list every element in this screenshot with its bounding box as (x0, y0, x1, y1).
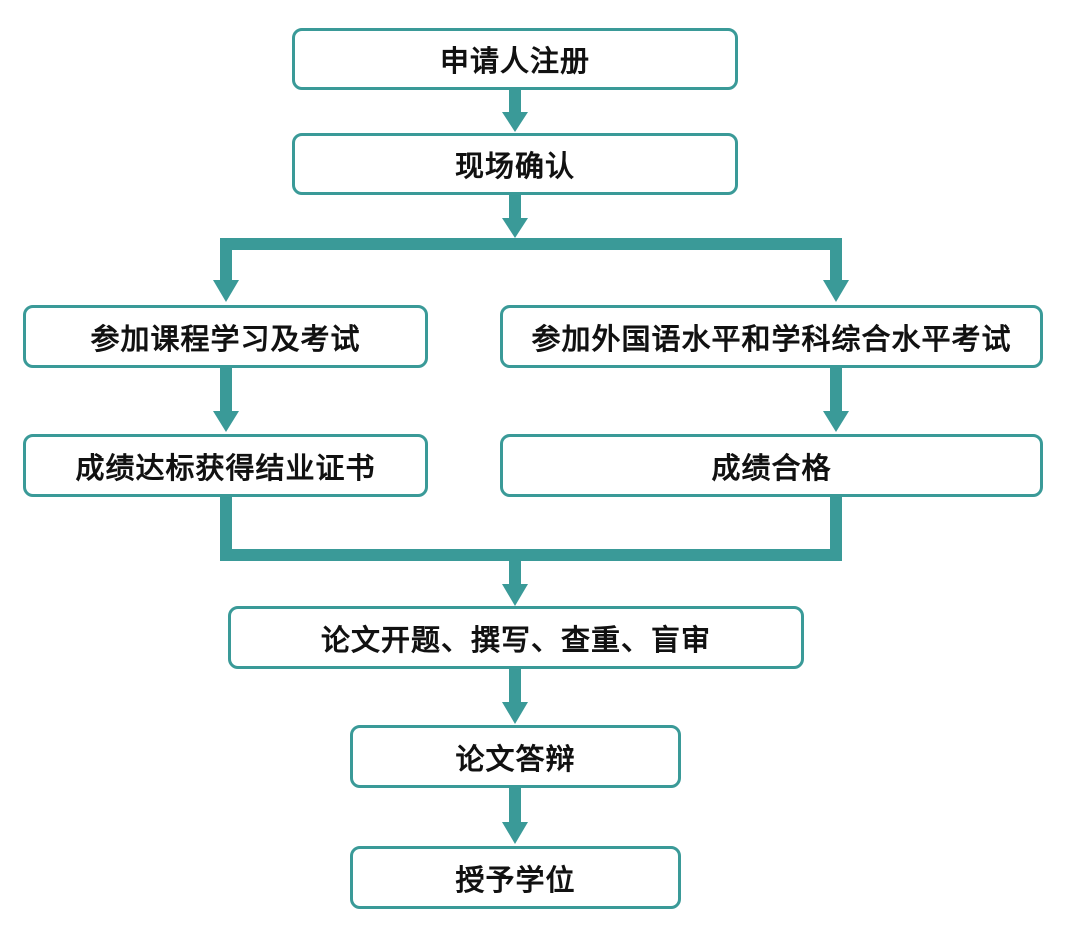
step-degree-box: 授予学位 (350, 846, 681, 909)
step-thesis-label: 论文开题、撰写、查重、盲审 (320, 622, 711, 657)
step-defense-label: 论文答辩 (455, 741, 576, 776)
step-certificate-label: 成绩达标获得结业证书 (75, 450, 376, 485)
step-confirm-box: 现场确认 (292, 133, 738, 195)
step-register-box: 申请人注册 (292, 28, 738, 90)
connector-register-confirm (509, 88, 521, 112)
arrow-head-exams (823, 280, 849, 302)
step-degree-label: 授予学位 (455, 862, 576, 897)
arrow-head-courses (213, 280, 239, 302)
connector-defense-degree (509, 787, 521, 822)
step-pass-box: 成绩合格 (500, 434, 1043, 497)
step-courses-label: 参加课程学习及考试 (90, 321, 361, 356)
connector-pass-merge (830, 495, 842, 561)
step-register-label: 申请人注册 (439, 44, 590, 78)
step-thesis-box: 论文开题、撰写、查重、盲审 (228, 606, 804, 669)
arrow-head-certificate (213, 411, 239, 432)
connector-split-right (830, 238, 842, 280)
connector-split-left (220, 238, 232, 280)
arrow-head-split (502, 218, 528, 238)
connector-certificate-merge (220, 495, 232, 561)
step-courses-box: 参加课程学习及考试 (23, 305, 428, 368)
step-pass-label: 成绩合格 (711, 450, 832, 485)
arrow-head-confirm (502, 112, 528, 132)
arrow-head-pass (823, 411, 849, 432)
connector-exams-pass (830, 367, 842, 411)
arrow-head-thesis (502, 584, 528, 606)
connector-split-bar (220, 238, 842, 250)
step-confirm-label: 现场确认 (454, 149, 575, 183)
arrow-head-defense (502, 702, 528, 724)
arrow-head-degree (502, 822, 528, 844)
connector-merge-thesis (509, 549, 521, 584)
connector-courses-certificate (220, 367, 232, 411)
connector-merge-bar (220, 549, 842, 561)
connector-confirm-split (509, 193, 521, 218)
step-exams-box: 参加外国语水平和学科综合水平考试 (500, 305, 1043, 368)
step-defense-box: 论文答辩 (350, 725, 681, 788)
step-certificate-box: 成绩达标获得结业证书 (23, 434, 428, 497)
step-exams-label: 参加外国语水平和学科综合水平考试 (531, 321, 1012, 356)
connector-thesis-defense (509, 667, 521, 702)
